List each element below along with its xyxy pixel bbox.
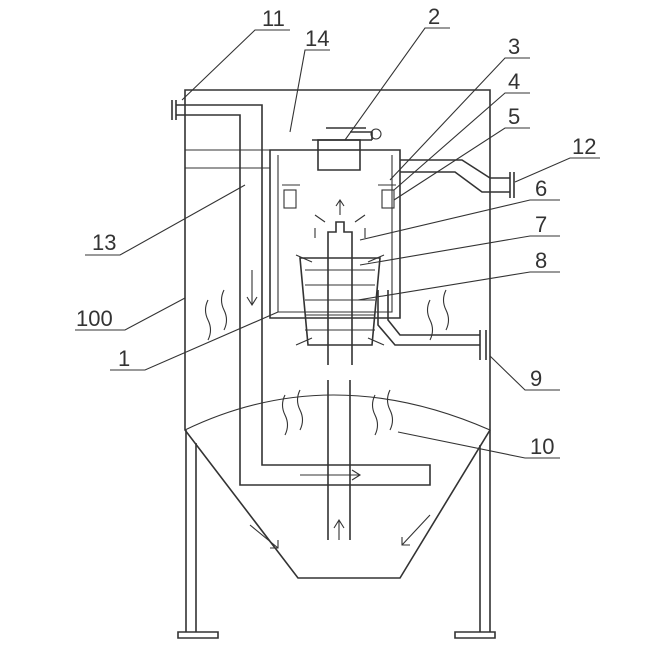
label-5: 5 xyxy=(508,104,520,129)
central-column xyxy=(314,199,366,540)
label-7: 7 xyxy=(535,212,547,237)
label-100: 100 xyxy=(76,306,113,331)
inner-tank-1 xyxy=(269,149,401,346)
leader-lines xyxy=(75,27,600,459)
label-3: 3 xyxy=(508,34,520,59)
outer-vessel-100 xyxy=(184,89,491,579)
outlet-pipe-9 xyxy=(377,290,487,360)
label-11: 11 xyxy=(262,6,285,31)
label-8: 8 xyxy=(535,248,547,273)
label-2: 2 xyxy=(428,4,440,29)
label-9: 9 xyxy=(530,366,542,391)
label-6: 6 xyxy=(535,176,547,201)
inlet-pipe-11 xyxy=(171,100,431,486)
label-12: 12 xyxy=(572,134,596,159)
label-10: 10 xyxy=(530,434,554,459)
label-13: 13 xyxy=(92,230,116,255)
label-4: 4 xyxy=(508,69,520,94)
label-1: 1 xyxy=(118,346,130,371)
support-legs xyxy=(177,430,496,639)
label-14: 14 xyxy=(305,26,329,51)
flow-arrows xyxy=(204,289,450,549)
top-cover-2 xyxy=(312,127,382,151)
outlet-pipe-12 xyxy=(400,159,515,198)
